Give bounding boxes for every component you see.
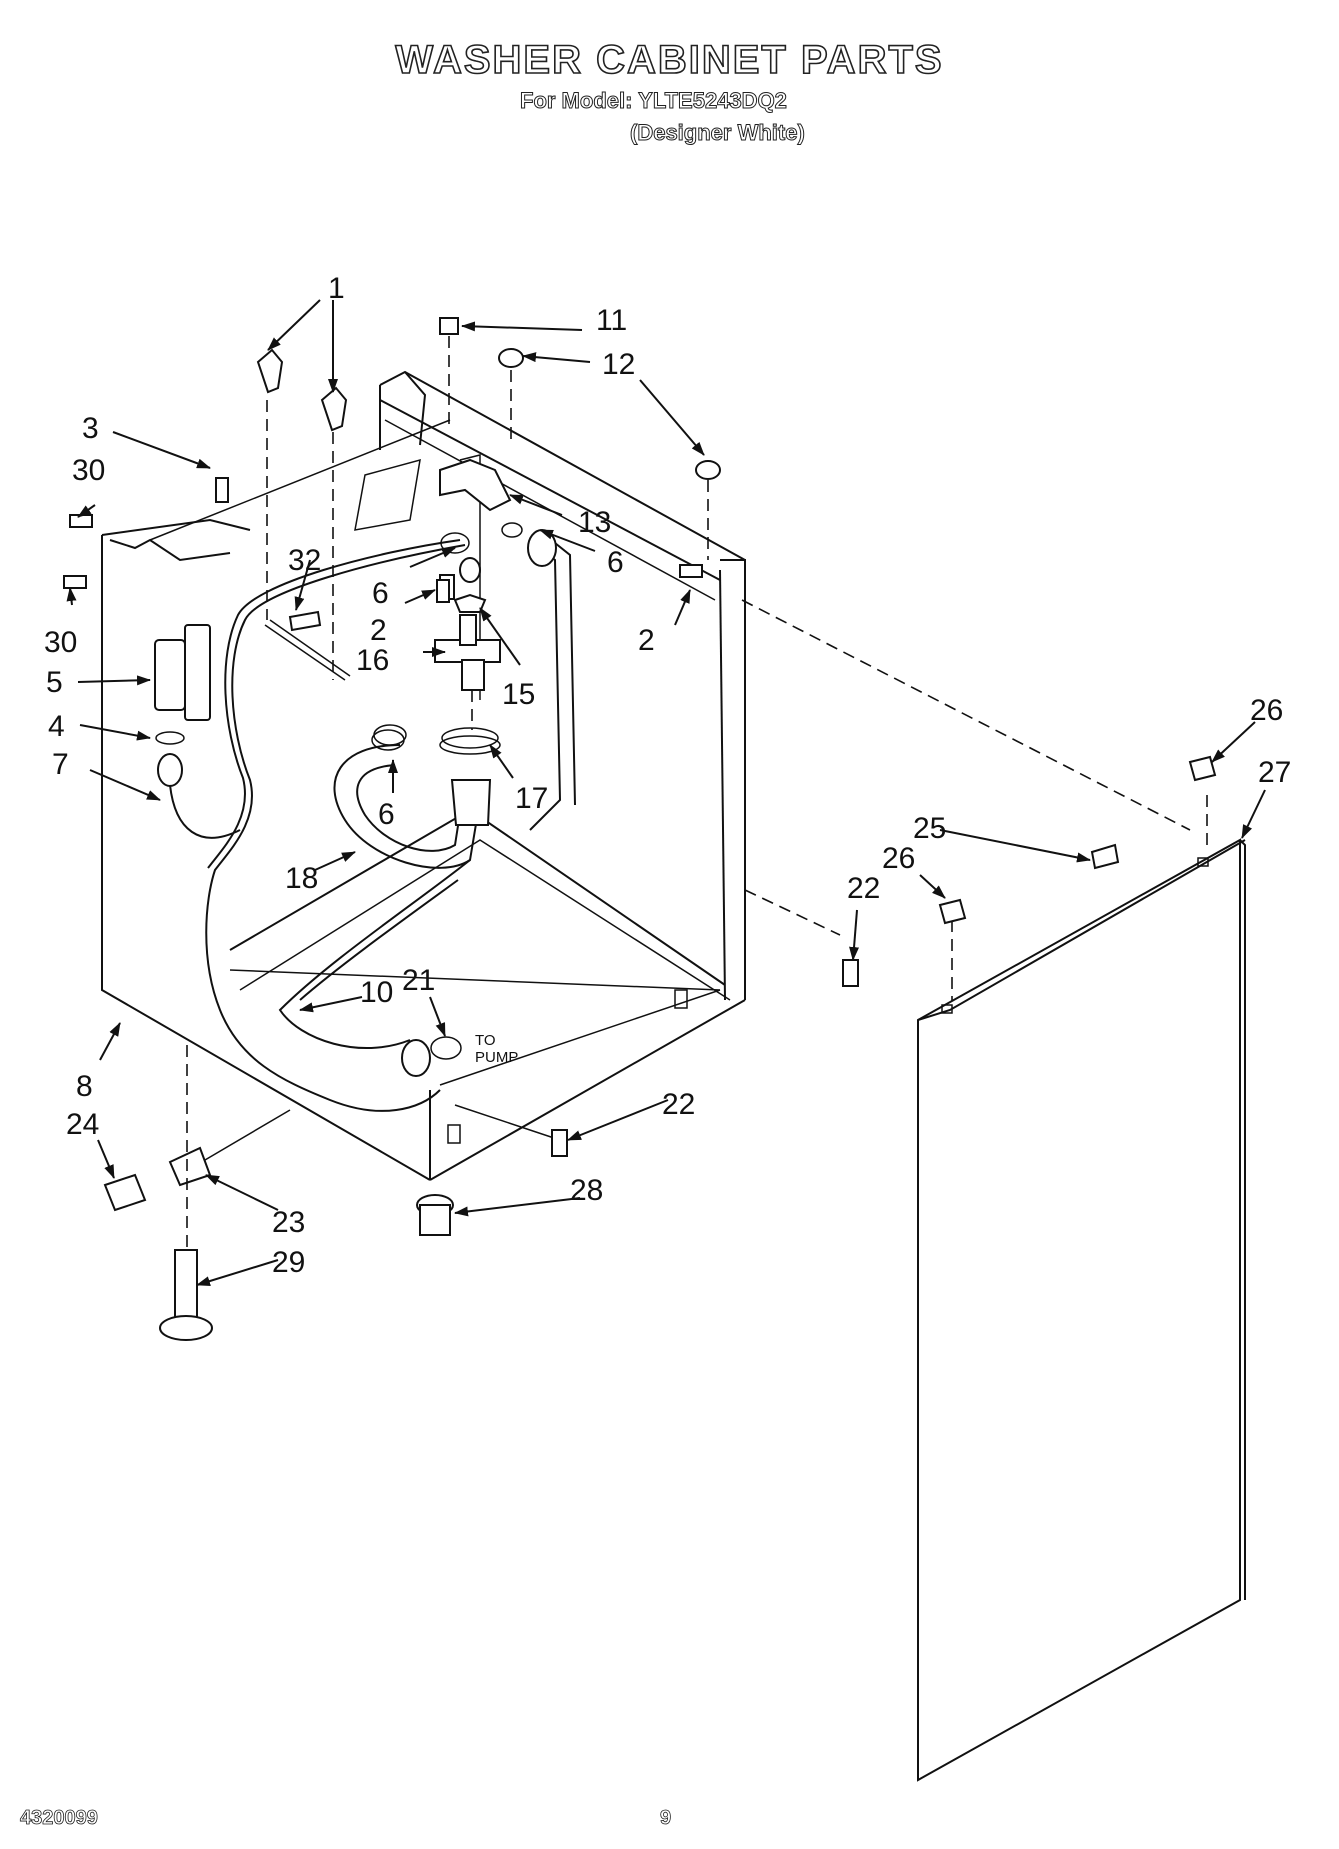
callout-32: 32: [288, 544, 321, 577]
color-line: (Designer White): [630, 120, 806, 146]
callout-5: 5: [46, 666, 63, 699]
callout-22-upper: 22: [847, 872, 880, 905]
callout-3: 3: [82, 412, 99, 445]
callout-25: 25: [913, 812, 946, 845]
callout-18: 18: [285, 862, 318, 895]
callout-8: 8: [76, 1070, 93, 1103]
callout-22-lower: 22: [662, 1088, 695, 1121]
callout-1: 1: [328, 272, 345, 305]
callout-6-lower: 6: [378, 798, 395, 831]
callout-2-right: 2: [638, 624, 655, 657]
to-pump-label-line1: TO: [475, 1032, 496, 1049]
callout-4: 4: [48, 710, 65, 743]
callout-11: 11: [596, 304, 627, 337]
callout-2-left: 2: [370, 614, 387, 647]
page-title: WASHER CABINET PARTS: [395, 37, 944, 83]
callout-27: 27: [1258, 756, 1291, 789]
callout-23: 23: [272, 1206, 305, 1239]
callout-labels: 1 11 12 3 30 30 32 6 2 16 13 6 2 15 5 4 …: [44, 272, 1291, 1279]
callout-15: 15: [502, 678, 535, 711]
model-line: For Model: YLTE5243DQ2: [520, 88, 788, 114]
to-pump-label-line2: PUMP: [475, 1049, 518, 1066]
callout-30-upper: 30: [72, 454, 105, 487]
callout-29: 29: [272, 1246, 305, 1279]
callout-28: 28: [570, 1174, 603, 1207]
page-number: 9: [660, 1807, 672, 1830]
document-number: 4320099: [20, 1807, 99, 1830]
callout-26-left: 26: [882, 842, 915, 875]
callout-10: 10: [360, 976, 393, 1009]
callout-6-upper: 6: [372, 577, 389, 610]
callout-6-right: 6: [607, 546, 624, 579]
callout-12: 12: [602, 348, 635, 381]
callout-26-right: 26: [1250, 694, 1283, 727]
callout-16: 16: [356, 644, 389, 677]
callout-30-lower: 30: [44, 626, 77, 659]
callout-13: 13: [578, 506, 611, 539]
callout-24: 24: [66, 1108, 99, 1141]
callout-17: 17: [515, 782, 548, 815]
callout-21: 21: [402, 964, 435, 997]
side-panel: [917, 838, 1246, 1782]
callout-7: 7: [52, 748, 69, 781]
